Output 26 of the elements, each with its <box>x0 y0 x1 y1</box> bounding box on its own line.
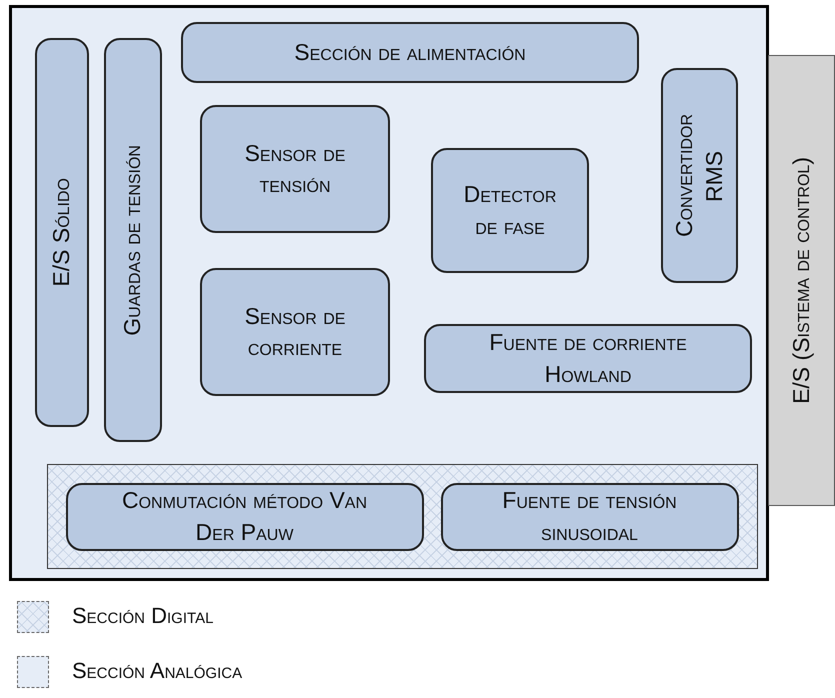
legend-label: Sección Digital <box>72 603 214 629</box>
digital-section-area <box>47 464 758 569</box>
module-label: Fuente de corriente Howland <box>488 328 688 388</box>
module-label: Convertidor RMS <box>670 113 728 239</box>
module-box <box>424 324 752 393</box>
module-label: Conmutación método Van Der Pauw <box>120 486 368 546</box>
module-box <box>431 148 589 273</box>
module-box <box>181 22 639 83</box>
module-label: Detector de fase <box>462 180 558 240</box>
module-box <box>440 482 738 550</box>
module-box <box>200 105 390 233</box>
module-box <box>66 482 424 550</box>
module-label: Sensor de tensión <box>244 138 346 199</box>
module-box <box>104 38 162 442</box>
legend-label: Sección Analógica <box>72 658 242 684</box>
module-box <box>661 68 738 283</box>
module-label: Sensor de corriente <box>244 302 346 362</box>
board-outline <box>9 5 769 581</box>
module-label: Fuente de tensión sinusoidal <box>501 486 678 546</box>
module-label: Guardas de tensión <box>118 144 146 336</box>
module-label: Sección de alimentación <box>294 38 526 67</box>
module-box <box>35 38 89 427</box>
module-box <box>200 268 390 396</box>
io-panel <box>768 55 835 506</box>
module-label: E/S (Sistema de control) <box>786 157 815 404</box>
module-label: E/S Sólido <box>47 178 76 287</box>
